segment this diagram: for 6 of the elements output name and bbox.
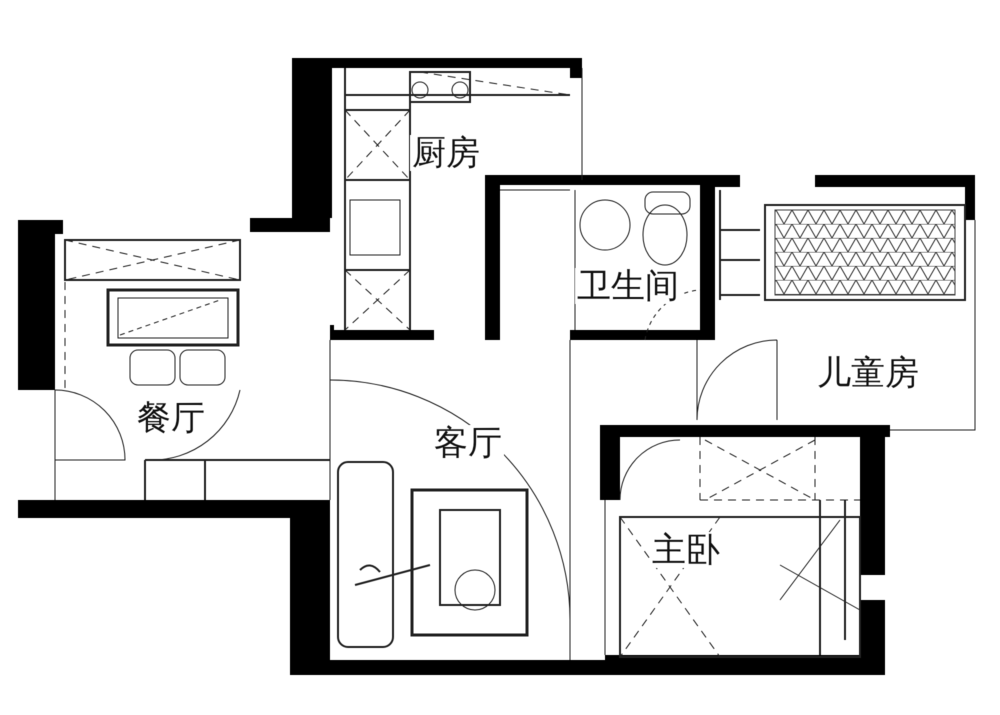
room-label: 客厅	[432, 425, 504, 461]
room-label: 餐厅	[135, 400, 207, 436]
room-label: 主卧	[650, 532, 722, 568]
room-label: 厨房	[410, 135, 482, 171]
room-label: 卫生间	[575, 268, 681, 304]
room-label: 儿童房	[815, 355, 921, 391]
